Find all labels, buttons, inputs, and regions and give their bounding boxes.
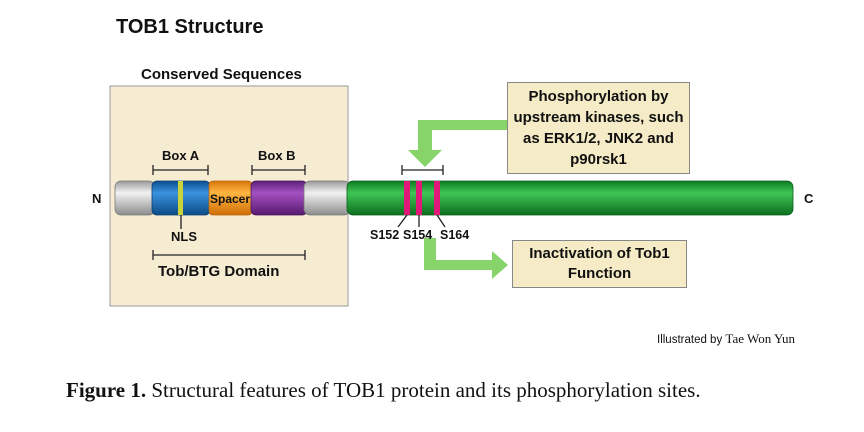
box-a-bracket — [152, 165, 209, 175]
credit-prefix: Illustrated by — [657, 334, 723, 346]
box-b-label: Box B — [258, 148, 296, 163]
n-terminus-label: N — [92, 191, 102, 206]
nls-label: NLS — [171, 229, 197, 244]
phosphorylation-arrow — [408, 120, 507, 167]
sites-bracket — [401, 165, 444, 175]
figure-caption: Figure 1. Structural features of TOB1 pr… — [66, 378, 701, 403]
linker-segment — [303, 180, 351, 216]
box-b-bracket — [251, 165, 306, 175]
caption-label: Figure 1. — [66, 378, 147, 402]
c-terminus-label: C — [804, 191, 814, 206]
site-s152-mark — [404, 181, 410, 215]
site-s154-mark — [416, 181, 422, 215]
inactivation-arrow — [424, 238, 508, 279]
c-terminal-bar — [346, 180, 794, 216]
phosphorylation-box: Phosphorylation by upstream kinases, suc… — [507, 82, 690, 174]
site-s152-label: S152 — [370, 228, 400, 242]
diagram-title: TOB1 Structure — [116, 16, 264, 38]
site-s164-pointer — [436, 214, 446, 228]
n-terminal-segment — [114, 180, 156, 216]
site-s164-label: S164 — [440, 228, 470, 242]
site-s154-label: S154 — [403, 228, 433, 242]
spacer-label: Spacer — [210, 192, 251, 206]
nls-mark — [178, 181, 183, 215]
box-b-segment — [250, 180, 308, 216]
tob-btg-domain-label: Tob/BTG Domain — [158, 263, 280, 280]
box-a-label: Box A — [162, 148, 200, 163]
credit-name: Tae Won Yun — [725, 331, 795, 346]
inactivation-box: Inactivation of Tob1 Function — [512, 240, 687, 288]
conserved-sequences-label: Conserved Sequences — [141, 66, 302, 83]
site-s152-pointer — [397, 214, 408, 228]
caption-text: Structural features of TOB1 protein and … — [146, 378, 701, 402]
site-s164-mark — [434, 181, 440, 215]
domain-bracket — [152, 250, 306, 260]
illustration-credit: Illustrated by Tae Won Yun — [657, 331, 795, 347]
